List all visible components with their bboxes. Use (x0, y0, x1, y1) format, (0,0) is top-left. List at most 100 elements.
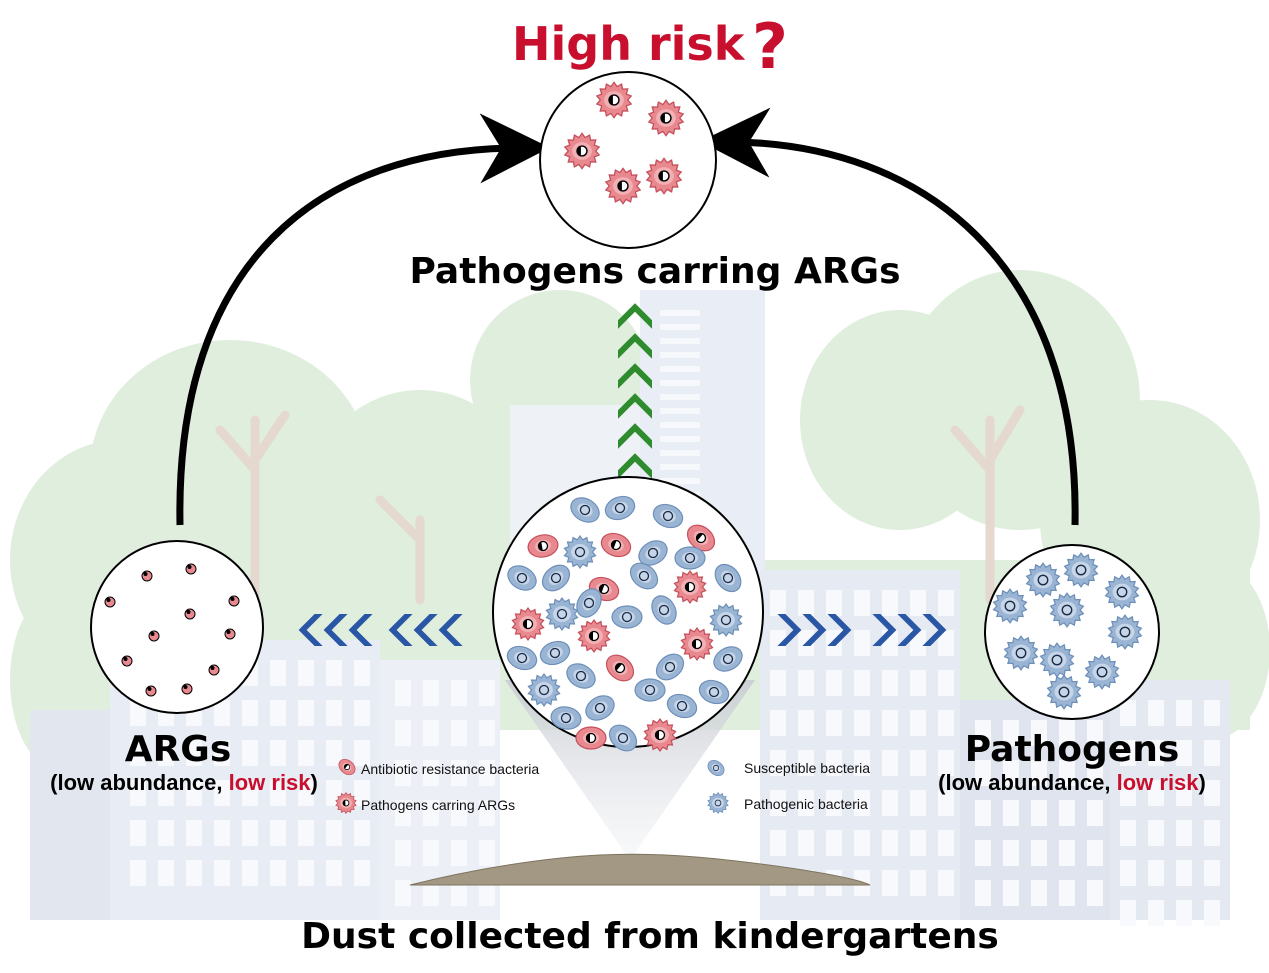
blue-bacterium-icon (576, 588, 602, 618)
building-window (882, 710, 898, 736)
high-risk-title: High risk (512, 17, 746, 71)
building-window (826, 670, 842, 696)
building-window (1176, 740, 1192, 766)
leftward-blue-chevrons (298, 614, 463, 646)
building-window (354, 780, 370, 806)
blue-spiky-pathogen-icon (1046, 674, 1082, 710)
chevron-up-icon (618, 363, 652, 389)
blue-bacterium-icon (539, 640, 571, 666)
blue-bacterium-icon (634, 678, 666, 702)
blue-bacterium-icon (550, 706, 582, 730)
building-window (186, 740, 202, 766)
building-window (354, 820, 370, 846)
building-window (423, 800, 439, 826)
building-window (882, 790, 898, 816)
blue-bacterium-icon (651, 595, 677, 625)
dust-pile-icon (409, 853, 871, 886)
building-window (798, 830, 814, 856)
arg-dot-icon (141, 570, 153, 582)
building-window (1031, 840, 1047, 866)
red-bacterium-icon (605, 654, 635, 682)
building-window (826, 830, 842, 856)
arg-dot-icon (104, 596, 116, 608)
blue-spiky-pathogen-icon (1003, 635, 1039, 671)
building-window (660, 310, 700, 316)
building-window (1148, 740, 1164, 766)
building-window (1059, 760, 1075, 786)
chevron-left-icon (413, 614, 438, 646)
building-window (1120, 820, 1136, 846)
building-window (854, 710, 870, 736)
building-window (298, 660, 314, 686)
chevron-up-icon (618, 303, 652, 329)
building-window (854, 830, 870, 856)
red-spiky-pathogen-icon (673, 569, 707, 605)
building-window (660, 464, 700, 470)
building-window (1087, 800, 1103, 826)
blue-spiky-pathogen-icon (1104, 574, 1140, 610)
building-window (1031, 760, 1047, 786)
building-window (270, 660, 286, 686)
building-window (479, 760, 495, 786)
building-window (1204, 780, 1220, 806)
left-arc-arrow (176, 113, 550, 526)
building-window (938, 750, 954, 776)
red-bacterium-icon (338, 758, 356, 776)
building-window (326, 740, 342, 766)
blue-bacterium-icon (707, 759, 725, 777)
building-window (1087, 720, 1103, 746)
question-mark: ? (752, 10, 788, 83)
building-window (479, 680, 495, 706)
blue-spiky-pathogen-icon (707, 791, 729, 815)
building-window (1120, 860, 1136, 886)
arg-dot-icon (208, 664, 220, 676)
chevron-right-icon (897, 614, 922, 646)
building-window (1003, 800, 1019, 826)
building-window (826, 710, 842, 736)
building-window (395, 760, 411, 786)
building-window (1059, 720, 1075, 746)
building-window (354, 660, 370, 686)
building-window (270, 820, 286, 846)
building-window (298, 740, 314, 766)
building-window (270, 780, 286, 806)
blue-bacterium-icon (566, 663, 596, 689)
chevron-left-icon (438, 614, 463, 646)
blue-spiky-pathogen-icon (527, 672, 561, 708)
building-window (214, 860, 230, 886)
building-window (1087, 840, 1103, 866)
building-window (770, 750, 786, 776)
building-window (1204, 740, 1220, 766)
building-window (451, 880, 467, 906)
args-title: ARGs (125, 729, 232, 770)
building-window (660, 408, 700, 414)
building-window (270, 860, 286, 886)
building-window (854, 630, 870, 656)
building-window (938, 590, 954, 616)
building-window (770, 790, 786, 816)
building-window (395, 880, 411, 906)
chevron-up-icon (618, 423, 652, 449)
building-window (1204, 820, 1220, 846)
building-window (660, 450, 700, 456)
red-bacterium-icon (686, 524, 716, 552)
blue-spiky-pathogen-icon (709, 602, 743, 638)
building-window (423, 880, 439, 906)
arg-dot-icon (184, 608, 196, 620)
chevron-right-icon (872, 614, 897, 646)
building-window (854, 790, 870, 816)
building-window (1176, 820, 1192, 846)
building-window (130, 820, 146, 846)
building-window (1176, 700, 1192, 726)
building-window (1120, 700, 1136, 726)
building-window (1148, 900, 1164, 926)
building-window (242, 740, 258, 766)
building-window (1176, 860, 1192, 886)
building-window (660, 478, 700, 484)
red-spiky-pathogen-icon (563, 132, 601, 170)
building-window (770, 710, 786, 736)
building-window (451, 800, 467, 826)
blue-bacterium-icon (638, 540, 668, 566)
building-window (882, 750, 898, 776)
building-window (395, 720, 411, 746)
